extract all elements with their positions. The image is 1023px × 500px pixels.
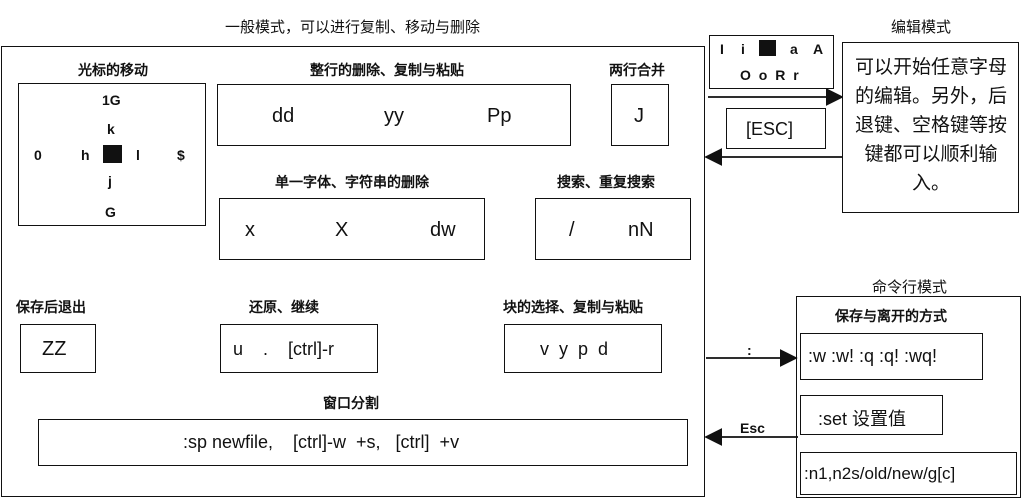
edit-mode-title: 编辑模式 <box>891 19 952 36</box>
arrow-label-esc: Esc <box>740 420 765 436</box>
command-mode-title: 命令行模式 <box>872 279 948 296</box>
key-x: x <box>245 219 255 241</box>
window-box: :sp newfile, [ctrl]-w +s, [ctrl] +v <box>38 419 688 466</box>
edit-desc-box: 可以开始任意字母的编辑。另外，后退键、空格键等按键都可以顺利输入。 <box>842 42 1019 213</box>
key-dw: dw <box>430 219 456 241</box>
key-j: j <box>108 173 112 189</box>
key-a: a <box>790 41 798 57</box>
save-quit-cmds: :w :w! :q :q! :wq! <box>808 346 938 366</box>
line-delete-label: 整行的删除、复制与粘贴 <box>310 62 464 78</box>
edit-keys-box: I i a A O o R r <box>709 35 834 89</box>
edit-description: 可以开始任意字母的编辑。另外，后退键、空格键等按键都可以顺利输入。 <box>854 57 1007 194</box>
edit-cursor-block <box>759 40 776 56</box>
key-ZZ: ZZ <box>42 338 67 360</box>
undo-box: u . [ctrl]-r <box>220 324 378 373</box>
key-0: 0 <box>34 147 42 163</box>
key-i: i <box>741 41 745 57</box>
arrow-label-colon: : <box>747 342 752 358</box>
replace-box: :n1,n2s/old/new/g[c] <box>800 452 1017 495</box>
key-1G: 1G <box>102 92 121 108</box>
key-I: I <box>720 41 724 57</box>
key-dollar: $ <box>177 147 185 163</box>
key-k: k <box>107 121 115 137</box>
line-delete-box: dd yy Pp <box>217 84 571 146</box>
key-dd: dd <box>272 105 295 127</box>
undo-label: 还原、继续 <box>249 299 319 315</box>
block-box: v y p d <box>504 324 662 373</box>
save-exit-box: ZZ <box>20 324 96 373</box>
block-label: 块的选择、复制与粘贴 <box>503 299 643 315</box>
normal-mode-title: 一般模式，可以进行复制、移动与删除 <box>225 19 481 36</box>
cursor-move-box: 1G k 0 h l $ j G <box>18 83 206 226</box>
key-yy: yy <box>384 105 404 127</box>
esc-box: [ESC] <box>726 108 826 149</box>
join-box: J <box>611 84 669 146</box>
search-label: 搜索、重复搜索 <box>557 174 655 190</box>
key-nN: nN <box>628 219 654 241</box>
key-slash: / <box>569 219 575 241</box>
search-box: / nN <box>535 198 691 260</box>
window-label: 窗口分割 <box>323 395 379 411</box>
normal-mode-panel <box>1 46 705 497</box>
block-keys: v y p d <box>540 339 609 359</box>
key-Pp: Pp <box>487 105 512 127</box>
key-X: X <box>335 219 349 241</box>
join-label: 两行合并 <box>609 62 665 78</box>
key-A: A <box>813 41 824 57</box>
replace-cmd: :n1,n2s/old/new/g[c] <box>804 464 956 483</box>
save-exit-label: 保存后退出 <box>16 299 86 315</box>
char-delete-label: 单一字体、字符串的删除 <box>275 174 429 190</box>
key-l: l <box>136 147 140 163</box>
cursor-block <box>103 145 122 163</box>
window-keys: :sp newfile, [ctrl]-w +s, [ctrl] +v <box>183 432 460 452</box>
undo-keys: u . [ctrl]-r <box>233 339 335 359</box>
char-delete-box: x X dw <box>219 198 485 260</box>
key-G: G <box>105 204 116 220</box>
set-box: :set 设置值 <box>800 395 943 435</box>
key-esc: [ESC] <box>746 119 794 139</box>
set-cmd: :set 设置值 <box>818 409 907 429</box>
key-h: h <box>81 147 90 163</box>
cursor-move-label: 光标的移动 <box>78 62 148 78</box>
save-quit-label: 保存与离开的方式 <box>835 308 947 324</box>
command-mode-panel <box>796 296 1021 498</box>
save-quit-box: :w :w! :q :q! :wq! <box>800 333 983 380</box>
key-J: J <box>634 105 644 127</box>
keys-OoRr: O o R r <box>740 67 801 83</box>
